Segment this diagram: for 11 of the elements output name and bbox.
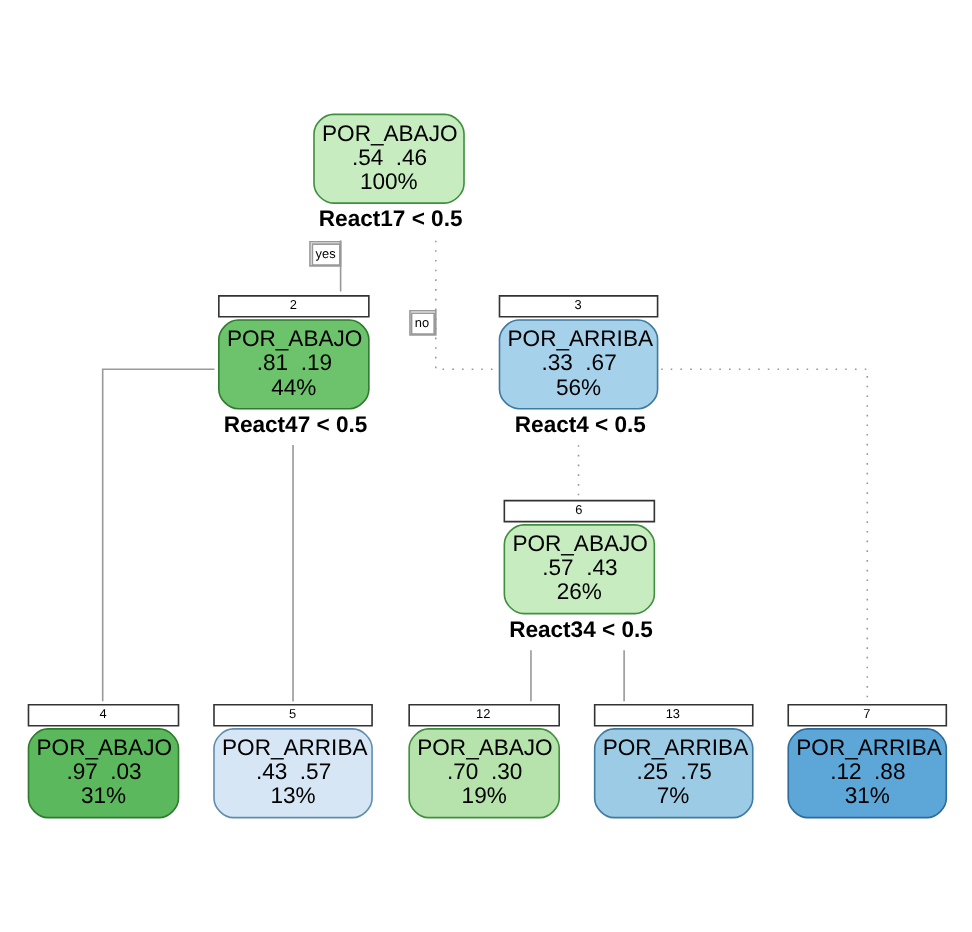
connector <box>622 649 624 703</box>
connector <box>291 444 293 703</box>
connector <box>338 239 341 293</box>
node-label: React17 < 0.5 <box>317 207 462 232</box>
node-label: React4 < 0.5 <box>513 413 645 438</box>
connector <box>100 368 215 703</box>
connector <box>434 239 496 371</box>
connector <box>659 368 868 703</box>
node-label: React34 < 0.5 <box>508 618 652 643</box>
connector <box>529 649 531 703</box>
node-label: React47 < 0.5 <box>222 413 367 438</box>
